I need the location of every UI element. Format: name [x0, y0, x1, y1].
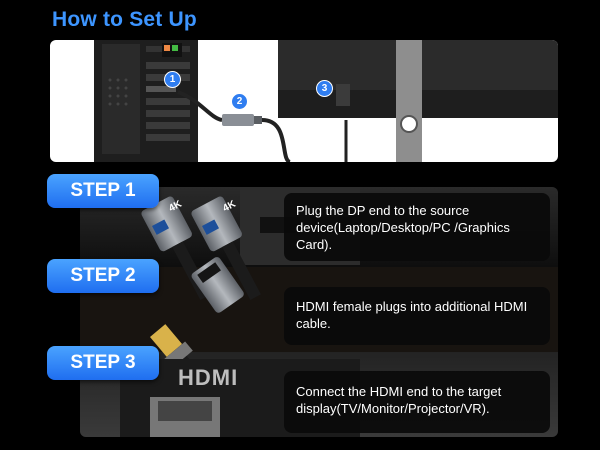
step-3-description: Connect the HDMI end to the target displ…: [284, 371, 550, 433]
step-1-description: Plug the DP end to the source device(Lap…: [284, 193, 550, 261]
step-2-label: STEP 2: [47, 259, 159, 293]
badge-3: 3: [316, 80, 333, 97]
hdmi-marking: HDMI: [178, 365, 239, 390]
badge-2: 2: [231, 93, 248, 110]
step-3-label: STEP 3: [47, 346, 159, 380]
setup-illustration: [94, 40, 558, 162]
badge-1: 1: [164, 71, 181, 88]
page-title: How to Set Up: [52, 8, 197, 31]
setup-diagram: 1 2 3: [50, 40, 558, 162]
step-1-label: STEP 1: [47, 174, 159, 208]
step-2-description: HDMI female plugs into additional HDMI c…: [284, 287, 550, 345]
